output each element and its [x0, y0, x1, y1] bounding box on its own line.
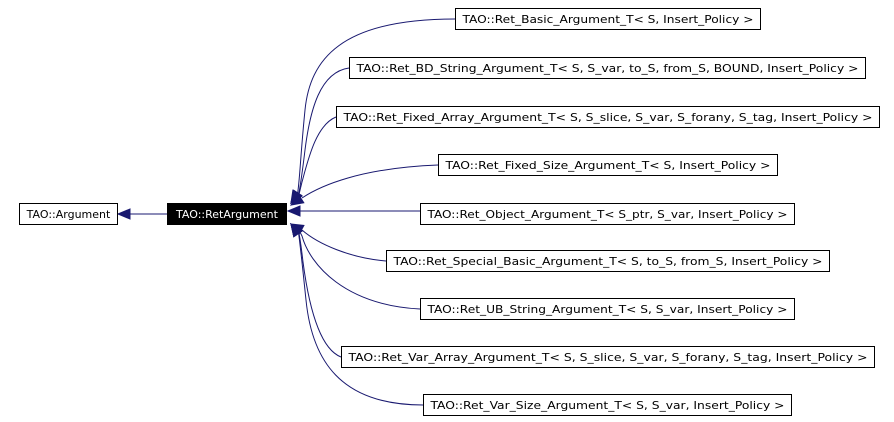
arrowhead-base [116, 208, 131, 220]
node-derived-8[interactable]: TAO::Ret_Var_Size_Argument_T< S, S_var, … [423, 394, 792, 416]
arrowhead-derived-8 [290, 222, 303, 238]
node-derived-1[interactable]: TAO::Ret_BD_String_Argument_T< S, S_var,… [349, 57, 866, 79]
node-derived-8-label: TAO::Ret_Var_Size_Argument_T< S, S_var, … [429, 399, 784, 412]
arrowhead-derived-4 [286, 205, 301, 217]
node-derived-7-label: TAO::Ret_Var_Array_Argument_T< S, S_slic… [347, 351, 867, 364]
edge-derived-8 [297, 228, 424, 406]
node-derived-2-label: TAO::Ret_Fixed_Array_Argument_T< S, S_sl… [342, 111, 872, 124]
node-derived-5[interactable]: TAO::Ret_Special_Basic_Argument_T< S, to… [386, 250, 830, 272]
node-derived-5-label: TAO::Ret_Special_Basic_Argument_T< S, to… [392, 255, 822, 268]
node-derived-0-label: TAO::Ret_Basic_Argument_T< S, Insert_Pol… [461, 13, 753, 26]
edge-derived-3 [301, 164, 439, 199]
node-base-class-label: TAO::Argument [26, 208, 111, 221]
node-derived-6[interactable]: TAO::Ret_UB_String_Argument_T< S, S_var,… [420, 298, 795, 320]
node-current-class-label: TAO::RetArgument [175, 208, 279, 221]
node-derived-4-label: TAO::Ret_Object_Argument_T< S_ptr, S_var… [426, 208, 787, 221]
node-base-class[interactable]: TAO::Argument [19, 203, 118, 225]
node-derived-3[interactable]: TAO::Ret_Fixed_Size_Argument_T< S, Inser… [438, 154, 778, 176]
inheritance-edges [116, 18, 456, 406]
node-derived-0[interactable]: TAO::Ret_Basic_Argument_T< S, Insert_Pol… [455, 8, 761, 30]
node-derived-6-label: TAO::Ret_UB_String_Argument_T< S, S_var,… [426, 303, 787, 316]
edge-derived-7 [297, 228, 342, 358]
node-derived-4[interactable]: TAO::Ret_Object_Argument_T< S_ptr, S_var… [420, 203, 795, 225]
edge-derived-0 [296, 18, 456, 199]
node-derived-7[interactable]: TAO::Ret_Var_Array_Argument_T< S, S_slic… [341, 346, 875, 368]
edge-derived-1 [297, 67, 350, 199]
node-current-class[interactable]: TAO::RetArgument [167, 203, 287, 225]
node-derived-3-label: TAO::Ret_Fixed_Size_Argument_T< S, Inser… [444, 159, 770, 172]
arrowhead-derived-3 [289, 193, 305, 206]
node-derived-2[interactable]: TAO::Ret_Fixed_Array_Argument_T< S, S_sl… [336, 106, 880, 128]
node-derived-1-label: TAO::Ret_BD_String_Argument_T< S, S_var,… [355, 62, 858, 75]
edge-derived-5 [301, 229, 387, 262]
